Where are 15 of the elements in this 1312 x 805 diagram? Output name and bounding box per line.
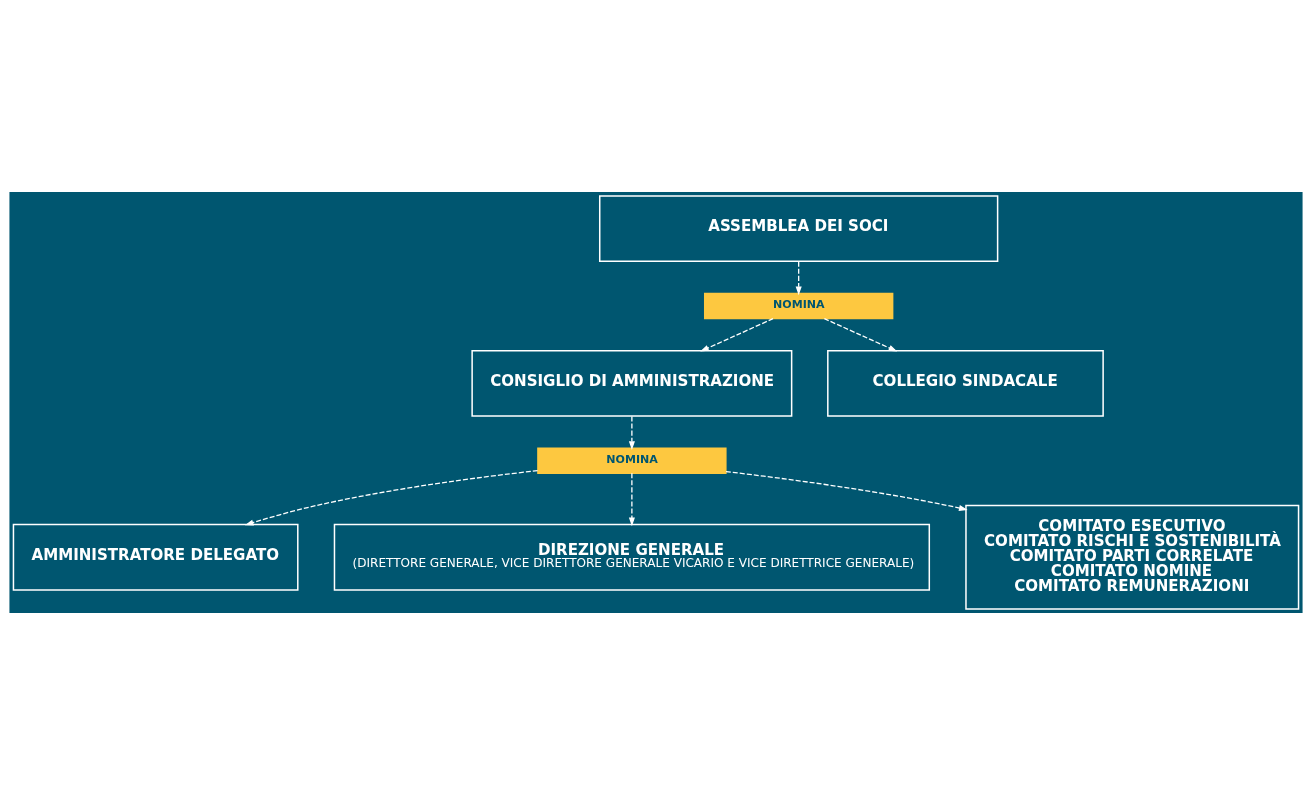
arrow: [795, 261, 802, 296]
arrow: [244, 470, 539, 526]
node-box: AMMINISTRATORE DELEGATO: [12, 523, 299, 591]
arrow: [700, 318, 774, 352]
node-box: CONSIGLIO DI AMMINISTRAZIONE: [471, 350, 793, 417]
arrow: [725, 470, 968, 511]
node-box: NOMINA: [703, 292, 894, 320]
node-box: COLLEGIO SINDACALE: [827, 350, 1104, 417]
arrow: [823, 318, 898, 352]
node-box: NOMINA: [537, 447, 727, 475]
node-box: ASSEMBLEA DEI SOCI: [598, 195, 999, 263]
arrow: [628, 415, 635, 451]
arrow: [628, 472, 635, 527]
node-box: DIREZIONE GENERALE (DIRETTORE GENERALE, VICE DIRETTORE GENERALE VICARIO E VICE DIRETTRICE GENERALE): [333, 523, 931, 591]
node-box: COMITATO ESECUTIVO COMITATO RISCHI E SOSTENIBILITÀ COMITATO PARTI CORRELATE COMITATO NOMINE COMITATO REMUNERAZIONI: [965, 504, 1300, 610]
